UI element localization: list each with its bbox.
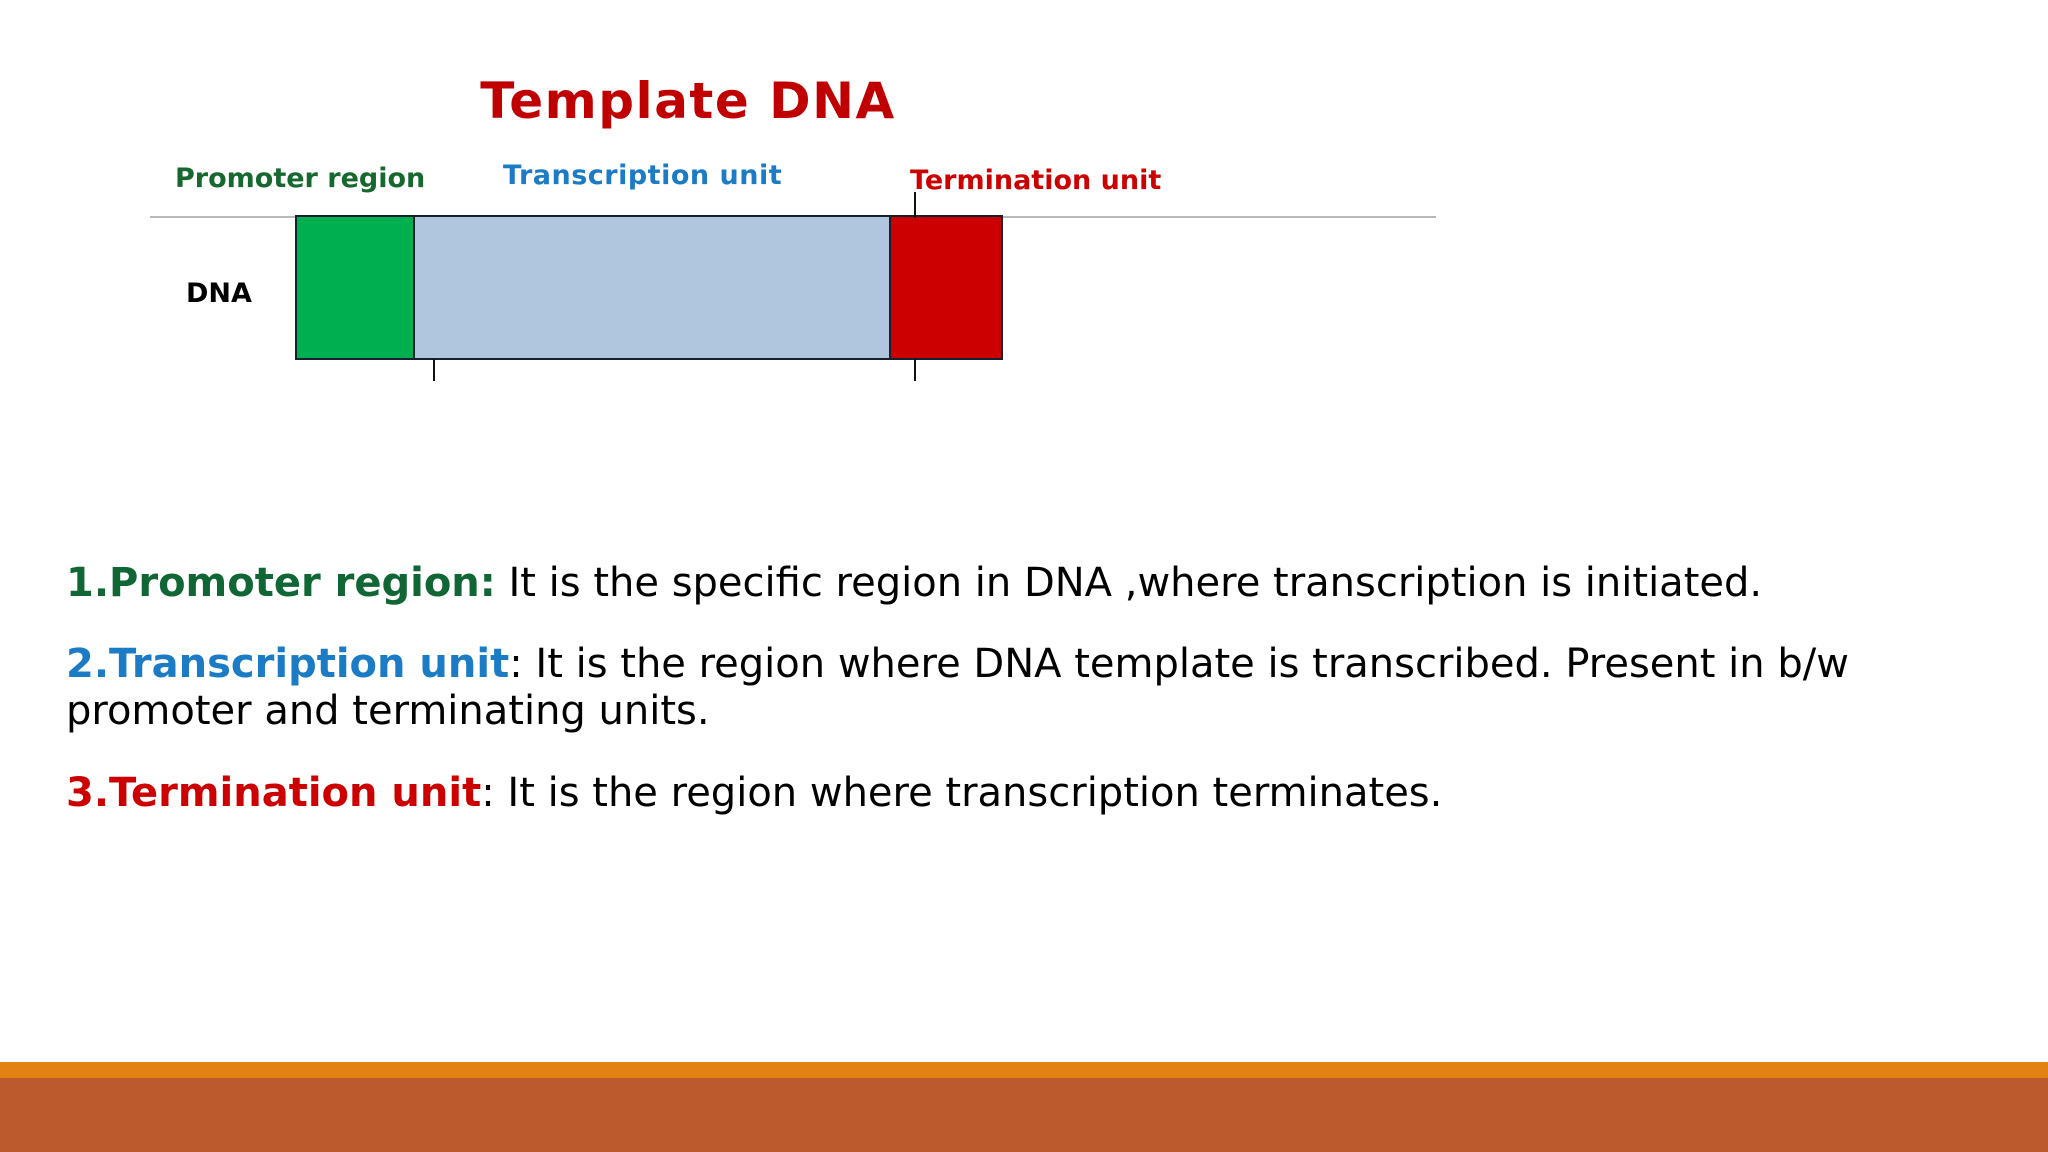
bullet-termination-unit: 3.Termination unit: It is the region whe… [66,770,1996,817]
bullet-lead-termination: 3.Termination unit [66,769,482,816]
dna-segment-transcription [415,217,891,358]
diagram-label-promoter-region: Promoter region [175,163,426,194]
bullet-body-termination: : It is the region where transcription t… [481,769,1443,816]
boundary-tick-top [914,192,916,218]
page-title: Template DNA [480,72,896,130]
footer-band-orange [0,1062,2048,1078]
body-text-block: 1.Promoter region: It is the specific re… [66,560,1996,851]
bullet-body-promoter: It is the specific region in DNA ,where … [495,560,1763,606]
dna-segment-promoter [297,217,415,358]
dna-axis-label: DNA [186,278,252,309]
bullet-body-transcription: : It is the region where DNA template is… [66,641,1849,735]
diagram-label-transcription-unit: Transcription unit [503,160,783,191]
boundary-tick-bottom [914,359,916,381]
bullet-lead-transcription: 2.Transcription unit [66,641,510,688]
bullet-transcription-unit: 2.Transcription unit: It is the region w… [66,641,1996,735]
bullet-promoter-region: 1.Promoter region: It is the specific re… [66,560,1996,607]
bullet-lead-promoter: 1.Promoter region: [66,560,496,606]
dna-segment-termination [891,217,1001,358]
diagram-label-termination-unit: Termination unit [910,165,1162,196]
dna-strand-bar [295,215,1003,360]
boundary-tick-bottom-left [433,359,435,381]
dna-diagram: Promoter region Transcription unit Termi… [0,0,2048,500]
footer-band-terracotta [0,1078,2048,1152]
